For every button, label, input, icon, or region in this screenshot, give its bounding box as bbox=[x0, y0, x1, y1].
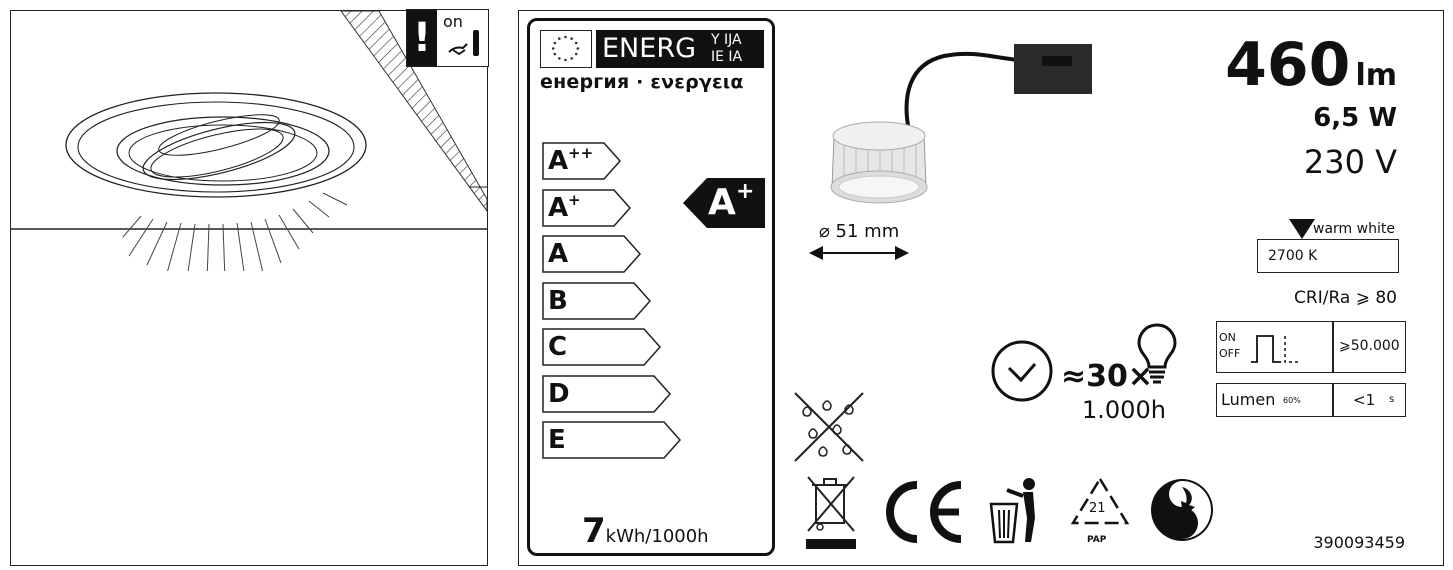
color-temp-box: 2700 K bbox=[1257, 239, 1399, 273]
recycling-icon bbox=[1070, 476, 1130, 525]
energy-header-text: ENERG bbox=[602, 33, 696, 64]
eu-stars-icon bbox=[551, 35, 580, 62]
weee-bin-icon bbox=[806, 476, 856, 549]
energy-header-suffix-top: Y IJA bbox=[711, 32, 742, 48]
energy-rating-arrow: A + bbox=[683, 178, 765, 228]
lumen-output: 460 lm bbox=[1225, 33, 1397, 97]
led-module-image bbox=[830, 44, 1092, 204]
energy-header-suffix-bottom: IE IA bbox=[711, 49, 743, 65]
bulb-icon bbox=[1137, 323, 1177, 384]
energy-class-arrow: D bbox=[542, 374, 672, 413]
energy-class-letter: A bbox=[548, 146, 569, 176]
switch-cycle-icon bbox=[1251, 335, 1299, 363]
switch-on-label: ON bbox=[1219, 331, 1236, 344]
lumen-unit: lm bbox=[1355, 58, 1397, 93]
diameter-label: ⌀ 51 mm bbox=[819, 221, 900, 242]
recycling-code: PAP bbox=[1087, 535, 1107, 545]
lumen-value: 460 bbox=[1225, 30, 1351, 100]
energy-class-sup: ++ bbox=[568, 144, 594, 162]
color-temp: 2700 K bbox=[1268, 248, 1318, 264]
energy-rating-letter: A bbox=[708, 182, 736, 223]
switch-hand-icon bbox=[448, 30, 479, 56]
tidy-man-icon bbox=[989, 478, 1035, 544]
energy-class-letter: A bbox=[548, 239, 569, 269]
energy-label: ENERG Y IJA IE IA енергия · ενεργεια A++… bbox=[527, 18, 775, 556]
no-water-icon bbox=[794, 392, 864, 462]
energy-consumption: 7kWh/1000h bbox=[582, 511, 709, 551]
lumen-startup-label: Lumen bbox=[1221, 390, 1276, 409]
lifetime-hours: 1.000h bbox=[1082, 396, 1166, 424]
diameter-arrow-icon bbox=[809, 246, 909, 260]
energy-class-letter: B bbox=[548, 285, 568, 316]
recycling-number: 21 bbox=[1089, 501, 1106, 516]
on-switch-box: ! on bbox=[406, 9, 489, 67]
voltage: 230 V bbox=[1303, 143, 1397, 181]
energy-class-arrow: E bbox=[542, 421, 682, 459]
energy-class-letter: D bbox=[548, 378, 570, 409]
green-dot-icon bbox=[1151, 479, 1213, 541]
startup-unit: s bbox=[1389, 394, 1395, 405]
energy-class-letter: A bbox=[548, 192, 569, 223]
switch-cycles-value: ⩾50.000 bbox=[1339, 338, 1400, 354]
consumption-value: 7 bbox=[582, 511, 606, 551]
recessed-spotlight-drawing bbox=[11, 11, 487, 271]
energy-header: ENERG Y IJA IE IA bbox=[596, 30, 764, 68]
lumen-startup-pct: 60% bbox=[1283, 396, 1301, 405]
energy-class-arrow: C bbox=[542, 328, 662, 366]
color-indicator-icon bbox=[1289, 219, 1315, 239]
switch-cycles-box: ON OFF ⩾50.000 bbox=[1216, 321, 1406, 373]
energy-class-sup: + bbox=[568, 190, 581, 209]
article-number: 390093459 bbox=[1313, 533, 1405, 552]
startup-value: <1 bbox=[1353, 391, 1376, 409]
energy-class-arrow: A+ bbox=[542, 188, 632, 227]
lifetime-multiplier: ≈30× bbox=[1061, 359, 1154, 394]
energy-rating-sup: + bbox=[736, 179, 755, 204]
warning-icon: ! bbox=[407, 10, 437, 66]
cri-value: CRI/Ra ⩾ 80 bbox=[1294, 288, 1397, 308]
installation-panel: ! on bbox=[10, 9, 489, 566]
energy-class-letter: C bbox=[548, 332, 568, 362]
lumen-startup-box: Lumen 60% <1 s bbox=[1216, 383, 1406, 417]
energy-class-letter: E bbox=[548, 425, 566, 455]
energy-class-arrow: A bbox=[542, 235, 642, 273]
consumption-unit: kWh/1000h bbox=[605, 526, 709, 547]
wattage: 6,5 W bbox=[1313, 103, 1397, 133]
clock-icon bbox=[991, 340, 1053, 402]
switch-off-label: OFF bbox=[1219, 347, 1241, 360]
eu-flag bbox=[540, 30, 592, 68]
product-panel: ENERG Y IJA IE IA енергия · ενεργεια A++… bbox=[518, 10, 1444, 566]
color-name: warm white bbox=[1313, 221, 1395, 237]
energy-languages: енергия · ενεργεια bbox=[540, 71, 744, 93]
energy-class-arrow: A++ bbox=[542, 142, 622, 180]
ce-mark-icon bbox=[886, 481, 962, 543]
on-label: on bbox=[443, 12, 463, 31]
energy-class-arrow: B bbox=[542, 281, 652, 320]
